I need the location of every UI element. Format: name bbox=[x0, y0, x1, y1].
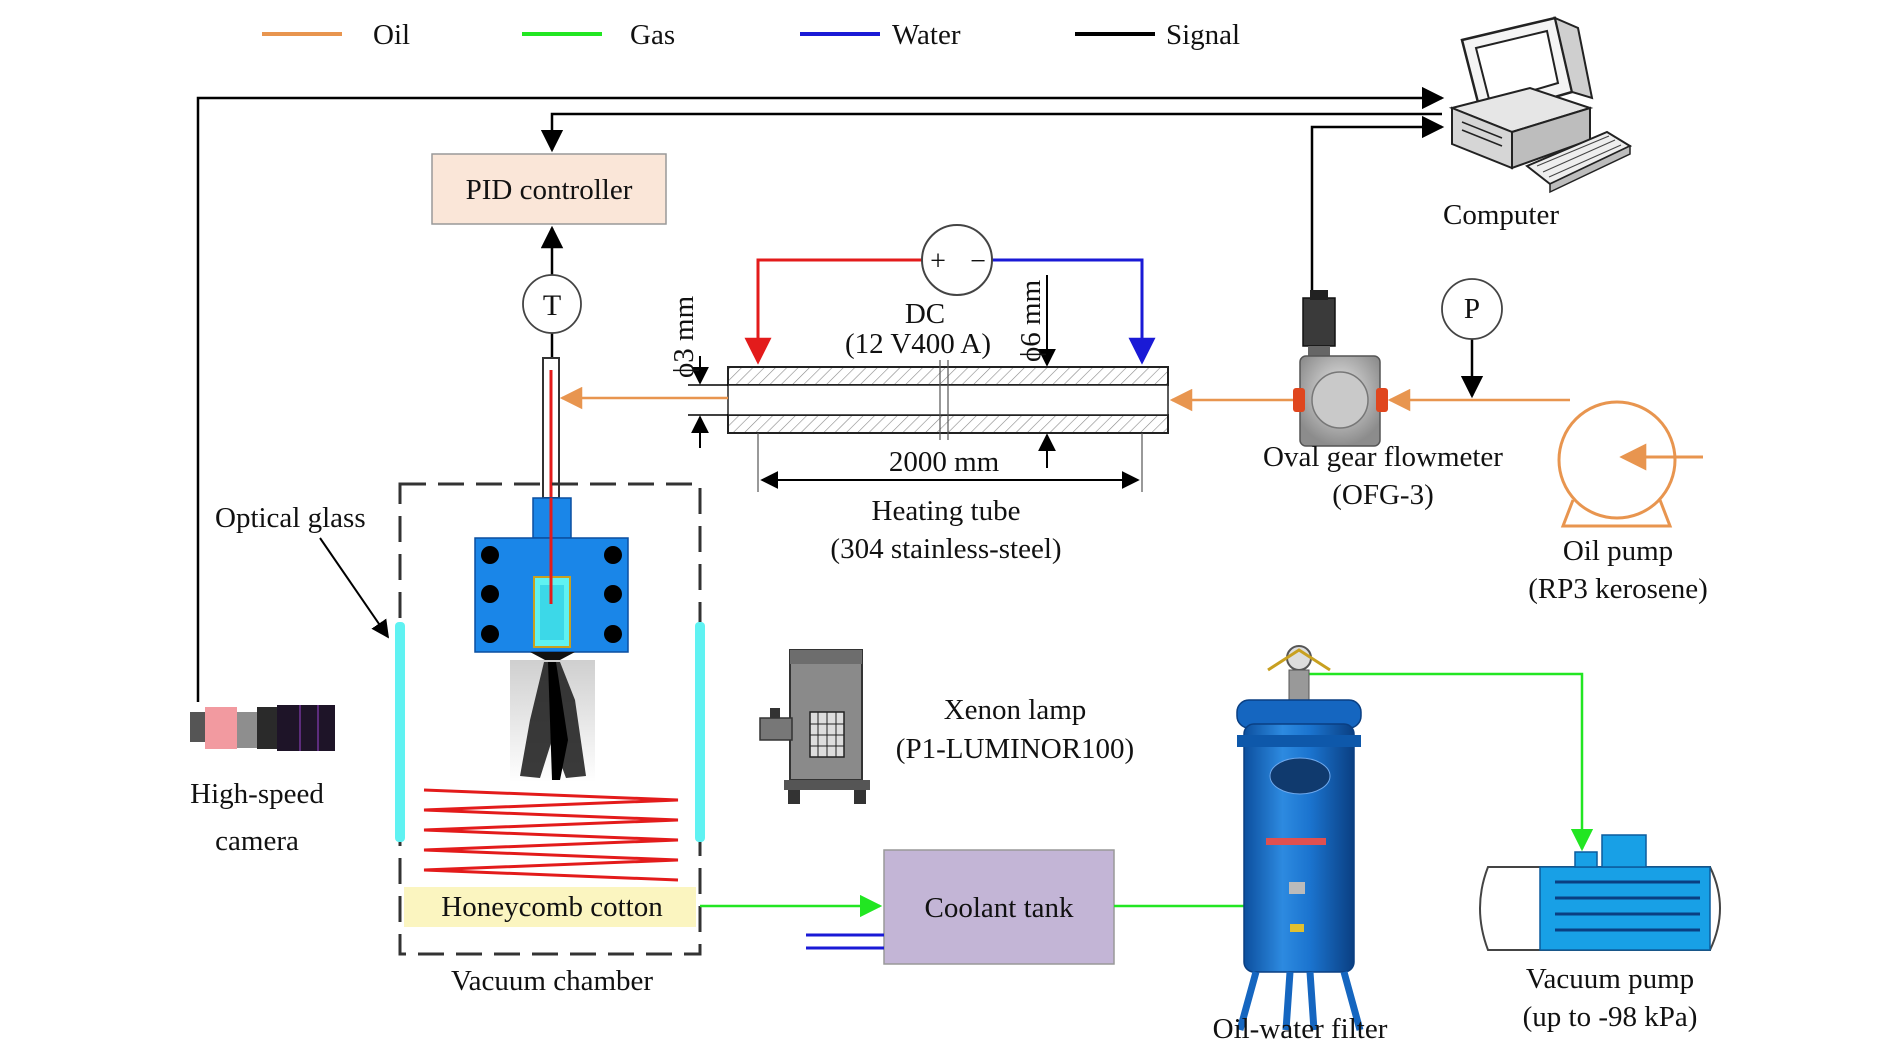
high-speed-camera-label-1: High-speed bbox=[190, 778, 324, 810]
dc-positive-wire bbox=[744, 258, 922, 365]
pid-controller-label: PID controller bbox=[466, 174, 633, 206]
optical-glass-label: Optical glass bbox=[215, 502, 366, 534]
vacuum-pump-label: Vacuum pump bbox=[1526, 963, 1694, 995]
thermocouple: T bbox=[522, 274, 582, 660]
dc-label: DC bbox=[905, 298, 945, 330]
legend-water-label: Water bbox=[892, 19, 961, 51]
legend-signal-label: Signal bbox=[1166, 19, 1240, 51]
oil-pump: Oil pump (RP3 kerosene) bbox=[1528, 400, 1708, 605]
optical-glass-right bbox=[695, 622, 705, 842]
pid-signal-line bbox=[540, 112, 1442, 153]
high-speed-camera-label-2: camera bbox=[215, 825, 299, 857]
gas-line-filter-to-vacuum-pump bbox=[1304, 672, 1594, 852]
tube-length-label: 2000 mm bbox=[889, 446, 1000, 478]
computer-label: Computer bbox=[1443, 199, 1559, 231]
honeycomb-cotton-label: Honeycomb cotton bbox=[441, 891, 663, 923]
oil-water-filter-label: Oil-water filter bbox=[1213, 1013, 1388, 1044]
xenon-lamp-model-label: (P1-LUMINOR100) bbox=[896, 733, 1134, 765]
coolant-tank-label: Coolant tank bbox=[924, 892, 1074, 924]
camera-signal-line bbox=[196, 86, 1445, 702]
thermocouple-label: T bbox=[543, 289, 561, 322]
oil-pump-fluid-label: (RP3 kerosene) bbox=[1528, 573, 1708, 605]
pressure-gauge: P bbox=[1441, 278, 1503, 340]
legend-oil-label: Oil bbox=[373, 19, 410, 51]
high-speed-camera: High-speed camera bbox=[190, 705, 335, 857]
inner-diameter-label: ϕ3 mm bbox=[668, 295, 700, 378]
heating-tube: ϕ3 mm ϕ6 mm 2000 mm Heating tube (304 st… bbox=[668, 275, 1169, 565]
vacuum-pump: Vacuum pump (up to -98 kPa) bbox=[1479, 834, 1721, 1033]
vacuum-chamber-label: Vacuum chamber bbox=[451, 965, 653, 997]
optical-glass-left bbox=[395, 622, 405, 842]
oil-lines bbox=[559, 386, 1570, 412]
vacuum-pump-spec-label: (up to -98 kPa) bbox=[1523, 1001, 1698, 1033]
spray-image bbox=[510, 660, 595, 782]
signal-lines bbox=[196, 86, 1484, 702]
computer: Computer bbox=[1443, 16, 1633, 231]
outer-diameter-label: ϕ6 mm bbox=[1015, 279, 1047, 362]
dc-power-supply: + − DC (12 V400 A) bbox=[744, 224, 1156, 365]
pressure-gauge-label: P bbox=[1464, 293, 1480, 325]
xenon-lamp: Xenon lamp (P1-LUMINOR100) bbox=[759, 649, 1134, 804]
dc-negative-wire bbox=[992, 258, 1156, 365]
pid-controller: PID controller bbox=[431, 153, 667, 225]
flowmeter-signal-line bbox=[1310, 115, 1445, 300]
oil-water-filter: Oil-water filter bbox=[1213, 645, 1388, 1044]
oil-pump-label: Oil pump bbox=[1563, 535, 1673, 567]
dc-spec-label: (12 V400 A) bbox=[845, 328, 991, 360]
legend-gas-label: Gas bbox=[630, 19, 675, 51]
coolant-tank: Coolant tank bbox=[806, 849, 1115, 965]
dc-plus-sign: + bbox=[930, 246, 946, 277]
optical-glass-pointer bbox=[319, 537, 390, 639]
heating-tube-material-label: (304 stainless-steel) bbox=[830, 533, 1061, 565]
honeycomb-cotton bbox=[404, 887, 696, 927]
vacuum-chamber: Optical glass Honeycomb cotton Vacuum c bbox=[215, 482, 705, 997]
xenon-lamp-label: Xenon lamp bbox=[944, 694, 1087, 726]
legend: Oil Gas Water Signal bbox=[262, 19, 1240, 51]
oval-gear-flowmeter: Oval gear flowmeter (OFG-3) bbox=[1263, 290, 1503, 511]
heater-coil bbox=[423, 788, 679, 882]
dc-minus-sign: − bbox=[970, 246, 986, 277]
flowmeter-model-label: (OFG-3) bbox=[1332, 479, 1434, 511]
flowmeter-label: Oval gear flowmeter bbox=[1263, 441, 1503, 473]
heating-tube-label: Heating tube bbox=[872, 495, 1021, 527]
